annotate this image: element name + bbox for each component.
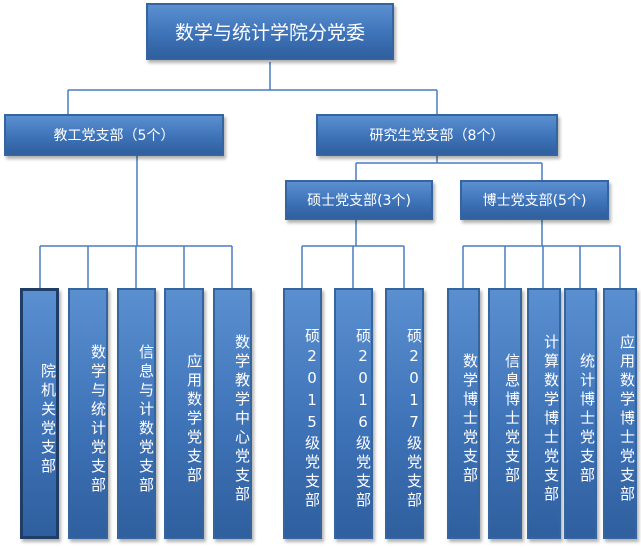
- master-branch-group: 硕士党支部(3个): [285, 180, 433, 220]
- leaf-branch: 硕2017级党支部: [385, 288, 424, 539]
- connector-master: [301, 220, 405, 288]
- connector-doctor: [462, 220, 621, 288]
- connector-graduate: [355, 156, 543, 180]
- graduate-branch: 研究生党支部（8个）: [316, 114, 558, 156]
- teacher-branch: 教工党支部（5个）: [4, 114, 224, 156]
- leaf-branch: 数学博士党支部: [447, 288, 480, 539]
- leaf-branch: 院机关党支部: [20, 288, 59, 539]
- leaf-branch: 信息与计数党支部: [117, 288, 156, 539]
- connector-teacher: [39, 156, 233, 288]
- leaf-branch: 硕2015级党支部: [283, 288, 322, 539]
- leaf-branch: 硕2016级党支部: [334, 288, 373, 539]
- root-committee: 数学与统计学院分党委: [146, 3, 394, 60]
- doctoral-branch-group: 博士党支部(5个): [460, 180, 609, 220]
- leaf-branch: 数学与统计党支部: [68, 288, 108, 539]
- leaf-branch: 应用数学党支部: [164, 288, 204, 539]
- leaf-branch: 信息博士党支部: [488, 288, 522, 539]
- leaf-branch: 计算数学博士党支部: [527, 288, 561, 539]
- connector-root: [67, 62, 438, 114]
- leaf-branch: 应用数学博士党支部: [603, 288, 637, 539]
- leaf-branch: 统计博士党支部: [564, 288, 597, 539]
- leaf-branch: 数学教学中心党支部: [213, 288, 252, 539]
